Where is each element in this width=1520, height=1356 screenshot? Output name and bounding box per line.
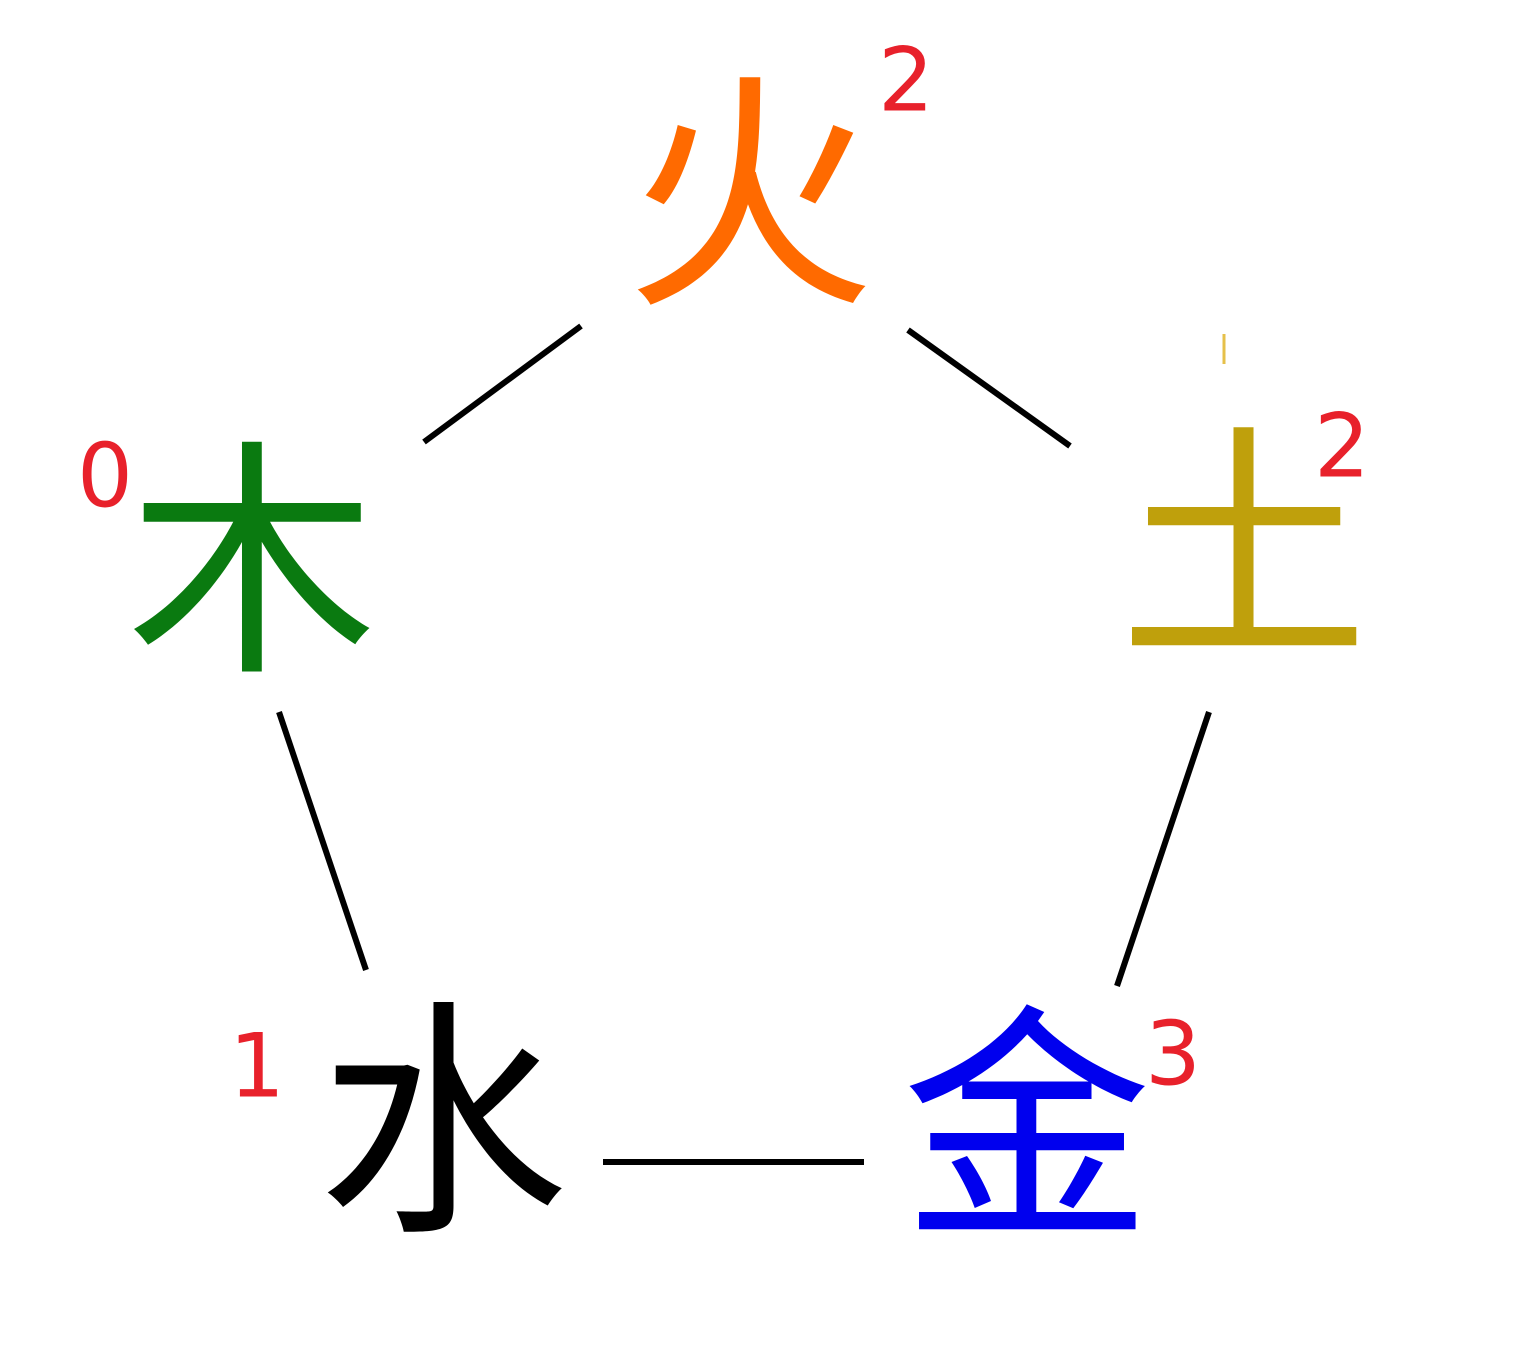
edge-group	[276, 323, 1212, 1165]
node-group: 火 2 土 2 金 3 水 1 木 0	[77, 29, 1370, 1276]
fire-glyph: 火	[625, 53, 875, 344]
water-glyph: 水	[318, 980, 568, 1271]
metal-glyph: 金	[902, 985, 1152, 1276]
edge-wood-fire	[422, 323, 583, 445]
fire-count-label: 2	[878, 29, 934, 132]
edge-earth-metal	[1114, 711, 1212, 987]
metal-count-label: 3	[1145, 1003, 1201, 1106]
water-count-label: 1	[229, 1015, 285, 1118]
earth-glyph: 土	[1119, 405, 1369, 696]
edge-water-wood	[276, 711, 369, 971]
wood-count-label: 0	[77, 425, 133, 528]
wood-glyph: 木	[127, 420, 377, 711]
earth-count-label: 2	[1314, 395, 1370, 498]
edge-fire-earth	[906, 327, 1072, 449]
